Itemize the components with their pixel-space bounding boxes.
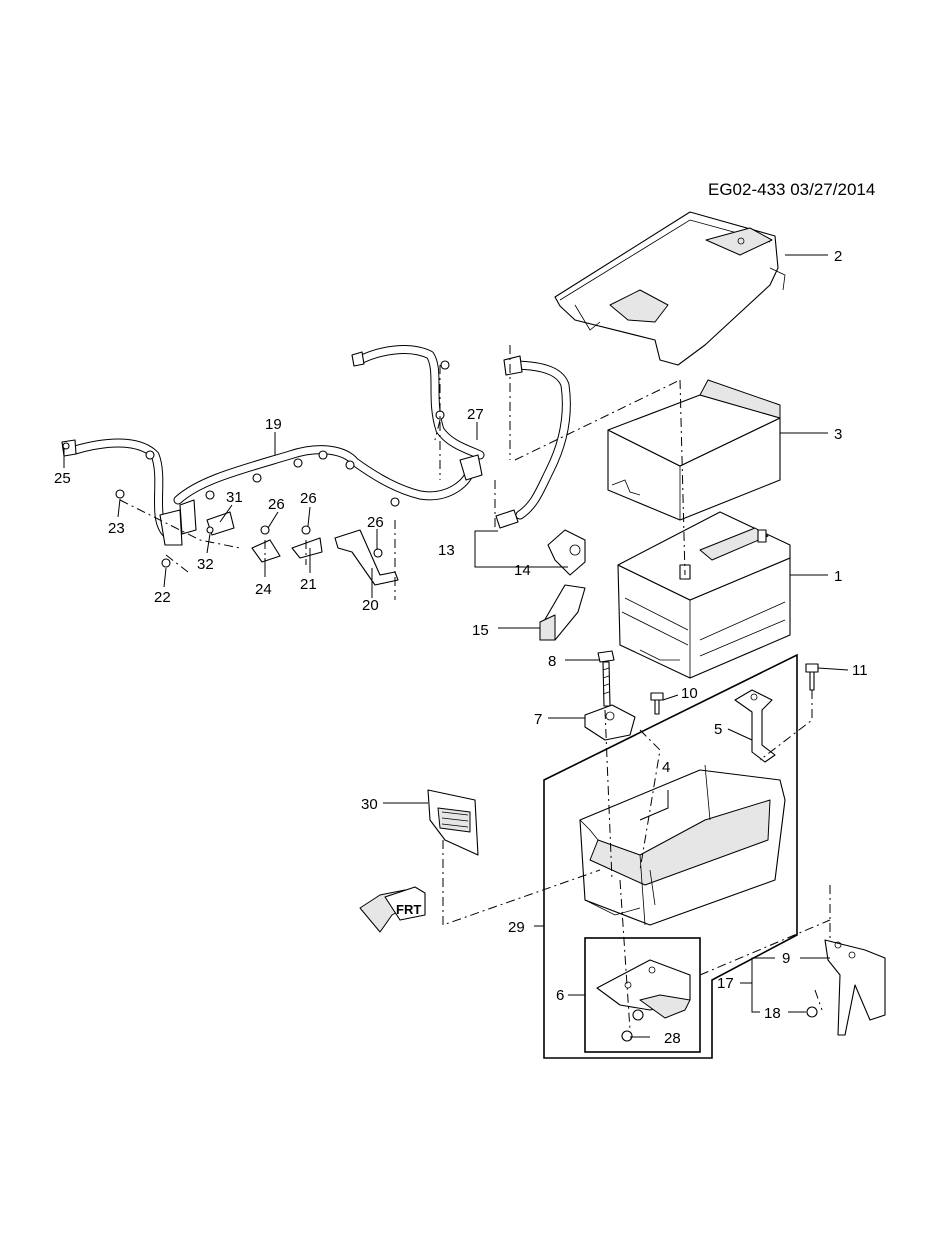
callout-29: 29 (508, 919, 525, 936)
callout-23: 23 (108, 520, 125, 537)
harness-clip-parts (145, 360, 450, 507)
callout-26b: 26 (300, 490, 317, 507)
callout-15: 15 (472, 622, 489, 639)
callout-22: 22 (154, 589, 171, 606)
callout-25: 25 (54, 470, 71, 487)
front-direction-arrow-icon: FRT (359, 886, 426, 933)
callout-3: 3 (834, 426, 842, 443)
battery-cover-part (554, 211, 786, 366)
callout-4: 4 (662, 759, 670, 776)
support-strap-part (734, 689, 776, 763)
callout-31: 31 (226, 489, 243, 506)
callout-10: 10 (681, 685, 698, 702)
bolt-part-11 (805, 663, 819, 691)
callout-30: 30 (361, 796, 378, 813)
callout-11: 11 (852, 662, 868, 679)
callout-26c: 26 (367, 514, 384, 531)
callout-7: 7 (534, 711, 542, 728)
callout-2: 2 (834, 248, 842, 265)
callout-6: 6 (556, 987, 564, 1004)
harness-brackets (159, 509, 399, 586)
callout-1: 1 (834, 568, 842, 585)
callout-14: 14 (514, 562, 531, 579)
callout-5: 5 (714, 721, 722, 738)
front-arrow-label: FRT (396, 902, 421, 917)
callout-32: 32 (197, 556, 214, 573)
terminal-cover-part-14 (547, 529, 586, 576)
nut-part-28 (621, 1009, 644, 1042)
callout-28: 28 (664, 1030, 681, 1047)
callout-13: 13 (438, 542, 455, 559)
callout-17: 17 (717, 975, 734, 992)
terminal-cover-part-15 (539, 584, 586, 641)
tray-assembly-boundary (543, 653, 798, 1059)
bracket-part-17 (806, 939, 886, 1036)
callout-19: 19 (265, 416, 282, 433)
callout-24: 24 (255, 581, 272, 598)
callout-9: 9 (782, 950, 790, 967)
callout-21: 21 (300, 576, 317, 593)
callout-27: 27 (467, 406, 484, 423)
callout-8: 8 (548, 653, 556, 670)
small-fasteners (62, 442, 383, 568)
tray-bracket-part (584, 937, 701, 1053)
bolt-part-10 (650, 692, 664, 715)
battery-insulator-part (607, 379, 781, 521)
battery-part (617, 511, 791, 679)
callout-26a: 26 (268, 496, 285, 513)
callout-20: 20 (362, 597, 379, 614)
hold-down-clamp-part (584, 704, 636, 741)
bracket-part-30 (427, 789, 479, 856)
assembly-centerlines (119, 345, 831, 1031)
drawing-code: EG02-433 03/27/2014 (708, 180, 876, 199)
cable-harness-part (61, 345, 571, 540)
callout-labels: 2 3 1 4 5 6 7 8 9 10 11 13 14 15 17 18 1… (54, 248, 868, 1047)
battery-tray-part (579, 764, 786, 926)
callout-18: 18 (764, 1005, 781, 1022)
bolt-part-8 (597, 650, 615, 707)
leader-lines (63, 254, 849, 1038)
